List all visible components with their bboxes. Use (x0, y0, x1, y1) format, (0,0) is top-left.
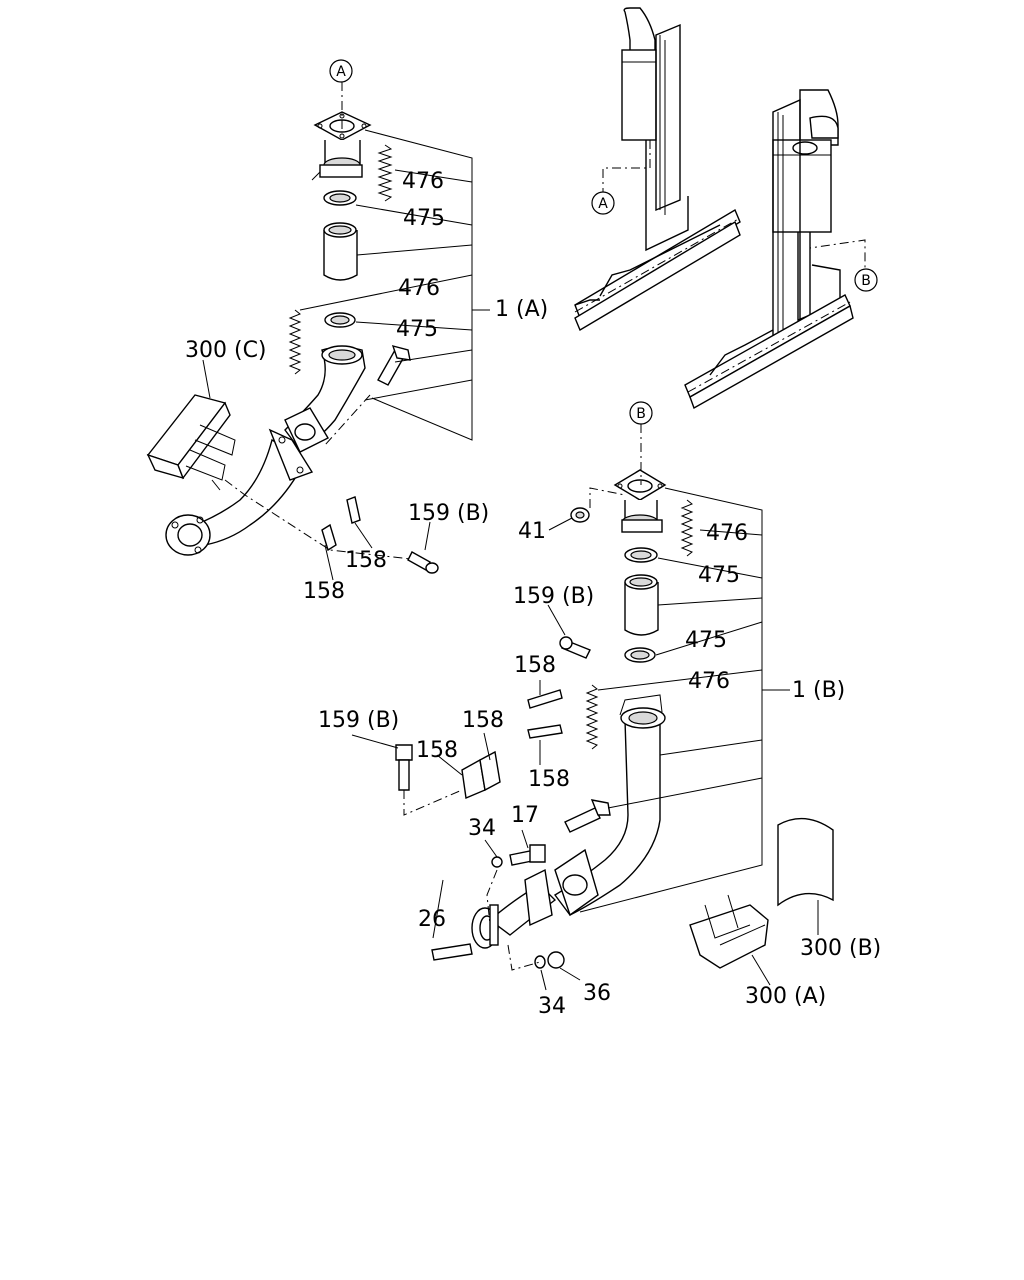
svg-text:A: A (336, 64, 346, 80)
label-158-b1: 158 (514, 653, 556, 678)
label-476-a1: 476 (402, 169, 444, 194)
callout-ref-b-frame: B (854, 268, 878, 292)
svg-text:A: A (598, 196, 608, 212)
label-41: 41 (518, 519, 546, 544)
label-assembly-1a: 1 (A) (495, 297, 548, 322)
label-159b-b2: 159 (B) (318, 708, 399, 733)
frame-view-lower (684, 89, 866, 410)
label-34-a: 34 (468, 816, 496, 841)
label-475-a1: 475 (403, 206, 445, 231)
label-300c: 300 (C) (185, 338, 267, 363)
label-158-b3: 158 (416, 738, 458, 763)
label-476-a2: 476 (398, 276, 440, 301)
label-159b-b1: 159 (B) (513, 584, 594, 609)
label-assembly-1b: 1 (B) (792, 678, 845, 703)
label-36: 36 (583, 981, 611, 1006)
label-158-a1: 158 (345, 548, 387, 573)
callout-ref-a-top: A (329, 59, 353, 83)
frame-view-upper (574, 7, 741, 332)
label-26: 26 (418, 907, 446, 932)
label-475-a2: 475 (396, 317, 438, 342)
assembly-1b (324, 469, 834, 991)
label-475-b1: 475 (698, 563, 740, 588)
label-34-b: 34 (538, 994, 566, 1019)
assembly-1a (146, 82, 490, 574)
label-476-b2: 476 (688, 669, 730, 694)
label-159b-a: 159 (B) (408, 501, 489, 526)
label-158-b2: 158 (462, 708, 504, 733)
label-158-b4: 158 (528, 767, 570, 792)
label-158-a2: 158 (303, 579, 345, 604)
label-17: 17 (511, 803, 539, 828)
callout-ref-b-top: B (629, 401, 653, 485)
svg-text:B: B (861, 273, 871, 289)
svg-text:B: B (636, 406, 646, 422)
label-300b: 300 (B) (800, 936, 881, 961)
label-300a: 300 (A) (745, 984, 826, 1009)
label-476-b1: 476 (706, 521, 748, 546)
label-475-b2: 475 (685, 628, 727, 653)
callout-ref-a-frame: A (591, 191, 615, 215)
